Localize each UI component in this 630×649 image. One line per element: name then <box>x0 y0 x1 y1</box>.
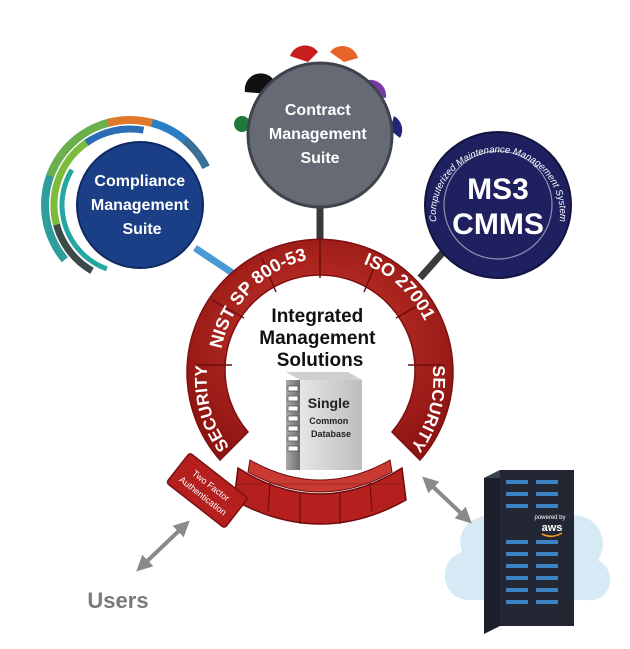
db-drive-bays <box>287 385 299 452</box>
db-label-line2: Common <box>309 416 348 426</box>
connector-cmms <box>417 247 448 281</box>
compliance-disc <box>76 141 204 269</box>
arrow-cloud-ring <box>422 476 472 524</box>
center-title-line2: Management <box>259 328 376 349</box>
server-rack-lights <box>506 480 558 604</box>
center-title-line1: Integrated <box>271 306 363 327</box>
contract-suite[interactable]: Contract Management Suite <box>234 45 403 209</box>
cmms-title-line1: MS3 <box>467 173 529 206</box>
compliance-arc-outer-steel <box>41 116 219 294</box>
server-rack-side <box>484 470 500 634</box>
db-side <box>300 380 362 470</box>
compliance-title-line2: Management <box>91 197 189 214</box>
cmms-inner-ring <box>443 150 553 260</box>
db-front <box>286 380 300 470</box>
svg-text:Compliance Management: Compliance Management Suite <box>91 173 193 238</box>
svg-text:Integrated Management: Integrated Management Solutions <box>259 306 380 371</box>
cmms-title-line2: CMMS <box>452 208 544 241</box>
ring-brick-seams <box>196 240 444 366</box>
two-factor-badge-bg <box>166 453 248 528</box>
compliance-title-line3: Suite <box>122 221 161 238</box>
center-title-line3: Solutions <box>277 350 364 371</box>
ring-bottom-bricks <box>233 466 407 525</box>
ring-bottom-seams <box>238 481 402 524</box>
contract-petal-navy <box>390 116 403 138</box>
compliance-arc-mid-blue <box>50 125 210 285</box>
users-label: Users <box>87 588 148 613</box>
compliance-arc-inner-teal <box>59 134 201 276</box>
cmms-suite[interactable]: Computerized Maintenance Management Syst… <box>424 131 572 279</box>
compliance-suite[interactable]: Compliance Management Suite <box>10 85 250 325</box>
contract-disc <box>246 61 394 209</box>
svg-text:Single Common Data: Single Common Database <box>308 395 354 439</box>
contract-title-line2: Management <box>269 126 367 143</box>
contract-petal-red <box>290 45 318 62</box>
db-top <box>286 372 362 380</box>
arrow-users-ring <box>136 520 190 572</box>
compliance-arc-outer-green <box>41 116 219 294</box>
compliance-title-line1: Compliance <box>94 173 185 190</box>
ring-bottom-bricks-top <box>247 459 393 493</box>
two-factor-badge[interactable]: Two Factor Authentication <box>166 453 248 529</box>
contract-title-line1: Contract <box>285 102 351 119</box>
contract-title-line3: Suite <box>300 150 339 167</box>
svg-text:Contract Management: Contract Management Suite <box>269 102 371 167</box>
compliance-arc-outer-blue <box>41 116 219 294</box>
aws-smile-icon <box>541 532 563 538</box>
security-ring-band <box>186 238 454 462</box>
db-label-line3: Database <box>311 429 351 439</box>
compliance-arc-outer-orange <box>41 115 219 294</box>
aws-logo-text: aws <box>542 522 563 534</box>
contract-petal-dot-green <box>234 116 250 132</box>
cmms-disc <box>424 131 572 279</box>
contract-petal-orange <box>330 45 358 62</box>
compliance-arc-mid-green <box>50 125 210 285</box>
cloud-server[interactable]: powered by aws <box>444 470 611 634</box>
aws-powered-by: powered by <box>534 515 565 521</box>
compliance-arc-mid-dark <box>50 125 210 285</box>
db-label-line1: Single <box>308 395 350 411</box>
database-server-icon: Single Common Database <box>286 372 362 470</box>
